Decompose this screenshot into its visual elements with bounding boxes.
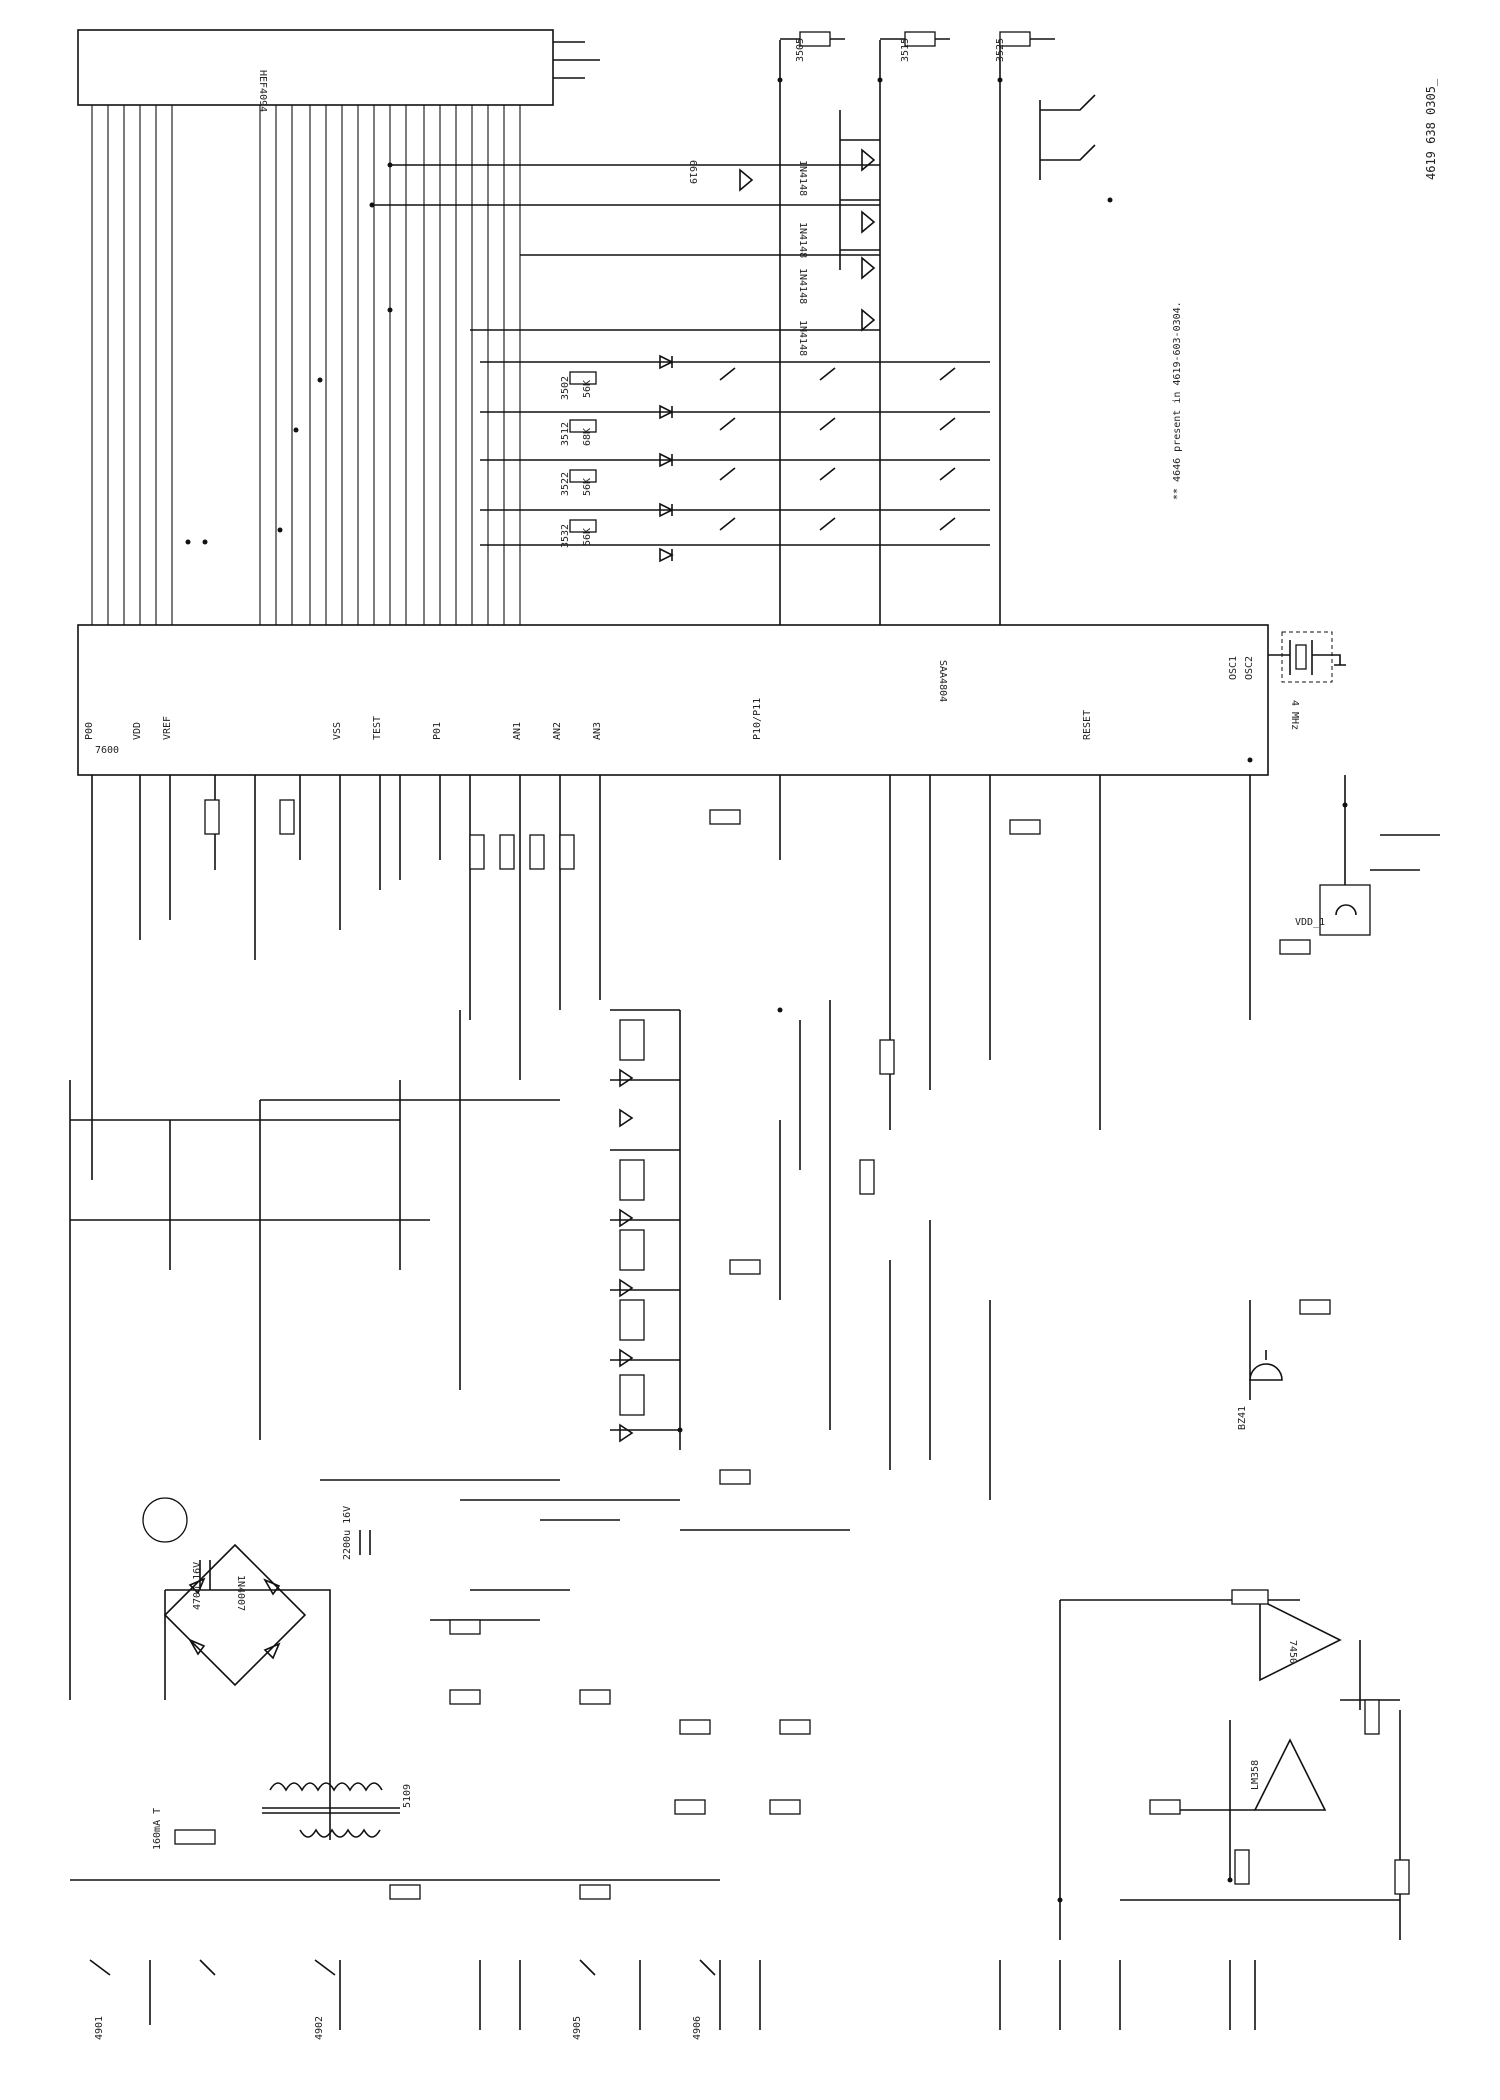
reset-switches — [1039, 94, 1096, 180]
opamp-type: LM358 — [1250, 1760, 1261, 1790]
opamp-7460 — [1253, 1738, 1327, 1811]
main-ic: 7600 SAA4804 VDD VSS VREF TEST P00 P01 A… — [77, 624, 1346, 776]
buzzer-ref: BZ41 — [1237, 1406, 1248, 1430]
upper-diodes: 1N4148 1N4148 1N4148 1N4148 6619 — [687, 148, 876, 356]
upper-res-ref: 3505 — [795, 38, 806, 62]
main-ic-lower-leads — [91, 775, 1251, 1180]
connector-ref: 4901 — [94, 2016, 105, 2040]
pin-label: VREF — [162, 716, 173, 740]
upper-res-ref: 3515 — [900, 38, 911, 62]
crystal-value: 4 MHz — [1289, 700, 1300, 730]
ir-receiver: VDD_1 — [1295, 775, 1440, 936]
bottom-connectors: 4901 4902 4905 4906 — [89, 1959, 1256, 2040]
bridge-rectifier: 1N4007 — [163, 1543, 307, 1687]
pin-label: AN3 — [592, 722, 603, 740]
pin-label: AN2 — [552, 722, 563, 740]
transformer: 5109 — [262, 1782, 413, 1838]
key-res-value: 56K — [582, 380, 593, 398]
key-res-value: 56K — [582, 478, 593, 496]
pin-label: TEST — [372, 716, 383, 740]
drawing-number: 4619 638 0305_ — [1424, 78, 1438, 180]
main-ic-pin-labels: VDD VSS VREF TEST P00 P01 AN1 AN2 AN3 P1… — [84, 656, 1255, 740]
pin-label: P10/P11 — [752, 698, 763, 740]
pin-label: P01 — [432, 722, 443, 740]
opamp-section: 7450 LM358 — [1059, 1589, 1410, 1940]
connector-ref: 4902 — [314, 2016, 325, 2040]
upper-ic-right-leads — [553, 41, 600, 79]
upper-ic-pin-stubs — [91, 105, 521, 630]
junction-dots — [185, 77, 1348, 1903]
power-section: 1N4007 5109 160mA T 2200u 16V 470u 16V — [69, 1080, 720, 1881]
upper-ic-type: HEF4094 — [257, 70, 268, 112]
pin-label: RESET — [1082, 710, 1093, 740]
upper-resistors: 3505 3515 3525 — [780, 31, 1055, 62]
cap-value: 2200u 16V — [342, 1506, 353, 1560]
diode-type-label: 1N4148 — [797, 320, 808, 356]
main-ic-ref: 7600 — [95, 745, 119, 756]
pin-label: VSS — [332, 722, 343, 740]
key-res-ref: 3522 — [560, 472, 571, 496]
main-ic-body — [77, 624, 1269, 776]
fuse: 160mA T — [152, 1808, 216, 1850]
upper-res-ref: 3525 — [995, 38, 1006, 62]
opamp-ref: 7450 — [1287, 1640, 1298, 1664]
bridge-type: 1N4007 — [235, 1575, 246, 1611]
key-resistors: 3502 3512 3522 3532 56K 68K 56K 56K — [560, 371, 597, 548]
pin-label: P00 — [84, 722, 95, 740]
connector-ref: 4906 — [692, 2016, 703, 2040]
key-res-value: 56K — [582, 528, 593, 546]
diode-ref: 6619 — [687, 160, 698, 184]
pin-label: OSC1 — [1228, 656, 1239, 680]
key-res-ref: 3512 — [560, 422, 571, 446]
fuse-value: 160mA T — [152, 1808, 163, 1850]
pin-label: VDD — [132, 722, 143, 740]
main-ic-type: SAA4804 — [937, 660, 948, 702]
diode-type-label: 1N4148 — [797, 268, 808, 304]
connector-ref: 4905 — [572, 2016, 583, 2040]
pin-label: AN1 — [512, 722, 523, 740]
key-res-value: 68K — [582, 428, 593, 446]
diode-type-label: 1N4148 — [797, 222, 808, 258]
drawing-number-text: 4619 638 0305_ — [1424, 78, 1438, 180]
regulator-transistor — [142, 1497, 188, 1543]
upper-ic: HEF4094 — [77, 29, 600, 630]
relay-drivers — [459, 1000, 831, 1450]
pin-label: OSC2 — [1244, 656, 1255, 680]
key-matrix: 3502 3512 3522 3532 56K 68K 56K 56K 3505… — [372, 31, 1096, 625]
preset-note: ** 4646 present in 4619-603-0304. — [1172, 301, 1183, 500]
diode-type-label: 1N4148 — [797, 160, 808, 196]
supply-nets — [70, 1080, 1251, 1591]
upper-ic-body — [77, 29, 554, 106]
key-res-ref: 3532 — [560, 524, 571, 548]
key-res-ref: 3502 — [560, 376, 571, 400]
transformer-ref: 5109 — [402, 1784, 413, 1808]
key-diodes — [659, 354, 674, 563]
net-label: VDD_1 — [1295, 917, 1325, 928]
opamp-7450 — [1259, 1598, 1342, 1682]
connector-labels: 4901 4902 4905 4906 — [94, 2016, 703, 2040]
preset-note-text: ** 4646 present in 4619-603-0304. — [1172, 301, 1183, 500]
key-switch-grid — [719, 367, 956, 531]
crystal: 4 MHz — [1268, 631, 1346, 730]
misc-resistors — [204, 799, 1331, 1900]
filter-caps — [199, 1530, 371, 1590]
cap-value: 470u 16V — [192, 1562, 203, 1610]
buzzer: BZ41 — [1237, 1350, 1283, 1430]
